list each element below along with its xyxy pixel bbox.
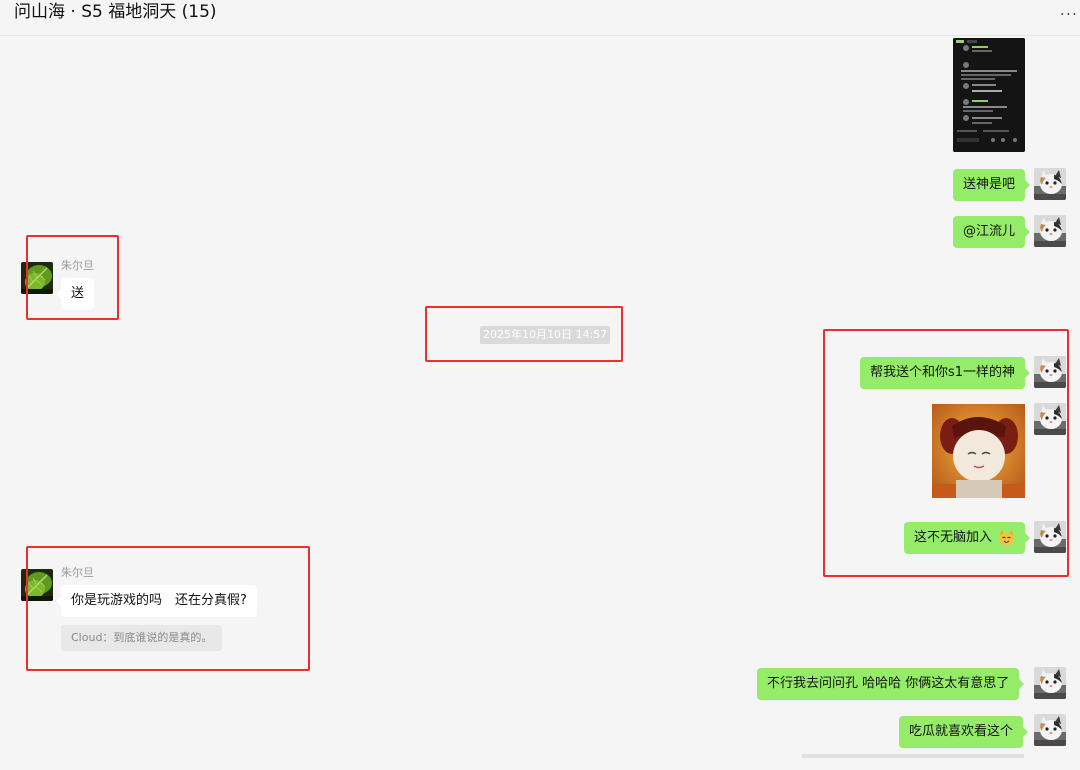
cartoon-girl-sticker-icon: [932, 404, 1025, 498]
message-bubble-mine[interactable]: @江流儿: [953, 216, 1031, 248]
chat-title: 问山海 · S5 福地洞天 (15): [14, 2, 217, 22]
message-text: 这不无脑加入: [914, 530, 993, 545]
my-avatar[interactable]: [1034, 215, 1066, 247]
my-avatar[interactable]: [1034, 168, 1066, 200]
highlight-box: [823, 329, 1069, 577]
message-bubble-other[interactable]: 送: [55, 278, 95, 310]
screenshot-preview-icon: [953, 38, 1025, 152]
cat-avatar-icon: [1034, 667, 1066, 699]
cat-avatar-icon: [1034, 215, 1066, 247]
cat-face-emoji-icon: [999, 529, 1015, 545]
my-avatar[interactable]: [1034, 714, 1066, 746]
message-bubble-mine[interactable]: 不行我去问问孔 哈哈哈 你俩这太有意思了: [757, 668, 1025, 700]
quoted-message[interactable]: Cloud：到底谁说的是真的。: [61, 625, 223, 651]
message-bubble-mine[interactable]: 送神是吧: [953, 169, 1031, 201]
highlight-box: [26, 546, 310, 671]
sender-name: 朱尔旦: [61, 566, 94, 579]
more-options-button[interactable]: ...: [1059, 0, 1078, 19]
sticker-image[interactable]: [932, 404, 1025, 498]
highlight-box: [425, 306, 623, 362]
message-bubble-mine[interactable]: 吃瓜就喜欢看这个: [899, 716, 1029, 748]
message-bubble-other[interactable]: 你是玩游戏的吗 还在分真假?: [56, 585, 257, 617]
cat-avatar-icon: [1034, 168, 1066, 200]
highlight-box: [26, 235, 119, 320]
shared-screenshot-image[interactable]: [953, 38, 1025, 152]
partial-message-preview: [802, 754, 1024, 758]
sender-name: 朱尔旦: [61, 259, 94, 272]
timestamp-label: 2025年10月10日 14:57: [480, 326, 611, 344]
chat-header: 问山海 · S5 福地洞天 (15) ...: [0, 0, 1080, 36]
cat-avatar-icon: [1034, 714, 1066, 746]
message-bubble-mine[interactable]: 这不无脑加入: [904, 522, 1031, 554]
message-bubble-mine[interactable]: 帮我送个和你s1一样的神: [860, 357, 1031, 389]
my-avatar[interactable]: [1034, 667, 1066, 699]
